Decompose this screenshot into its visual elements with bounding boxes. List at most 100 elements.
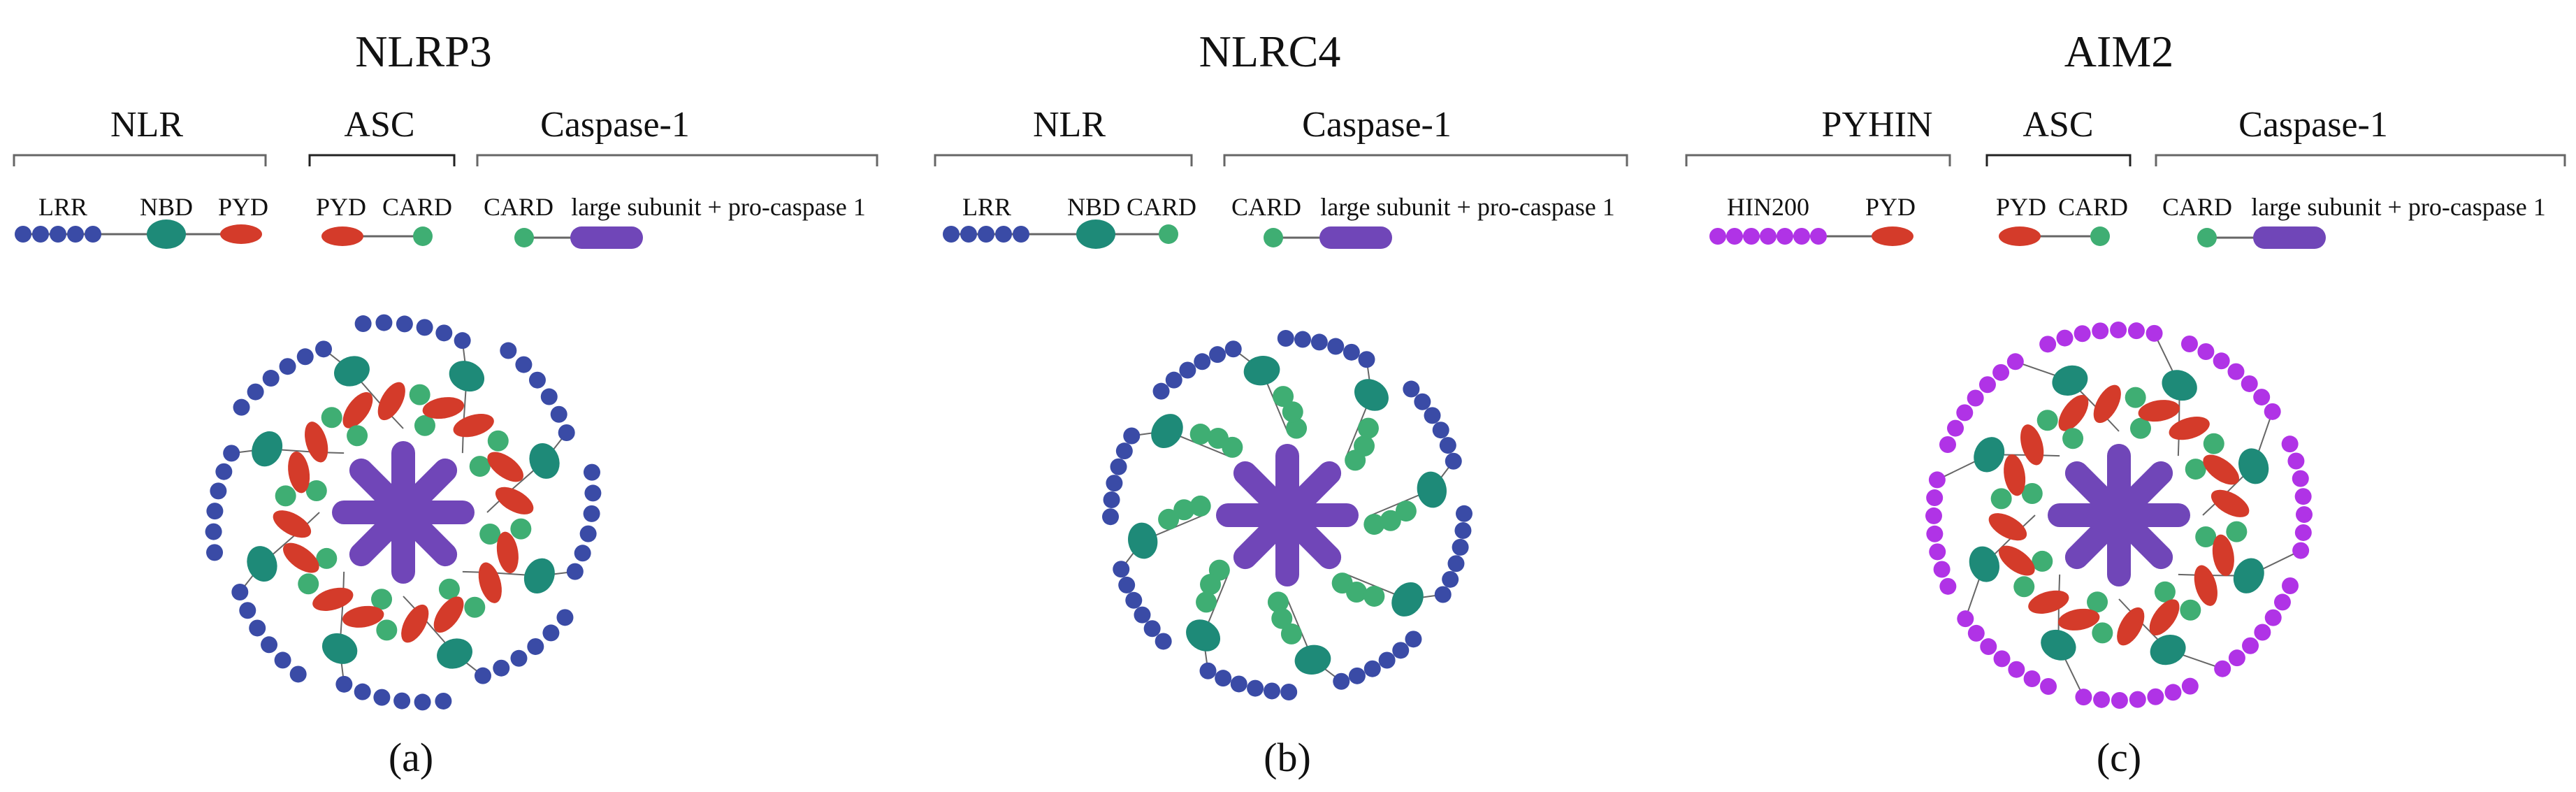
card-domain — [1286, 417, 1308, 439]
lrr-domain — [375, 314, 393, 331]
pyd-domain — [305, 422, 328, 463]
panel-title: NLRP3 — [355, 27, 492, 76]
group-name-asc: ASC — [344, 105, 414, 145]
hin200-domain — [2241, 375, 2258, 392]
pyd-domain — [2149, 599, 2180, 635]
domain-label-large-subunit: large subunit + pro-caspase 1 — [2251, 193, 2546, 221]
assembly-arm — [438, 463, 602, 618]
nbd-domain — [1294, 645, 1331, 675]
card-domain — [1380, 510, 1401, 531]
assembly-arm — [1267, 591, 1422, 690]
assembly-arm — [205, 407, 368, 561]
assembly-arm — [1113, 495, 1211, 650]
nbd-domain — [1243, 356, 1280, 386]
card-domain — [321, 407, 342, 429]
assembly-arm — [2013, 550, 2199, 709]
domain-label-pyd: PYD — [1996, 193, 2046, 221]
hin200-domain — [1967, 624, 1985, 642]
hin200-domain — [1926, 489, 1944, 507]
hin200-domain — [2197, 343, 2215, 361]
domain-label-card: CARD — [484, 193, 553, 221]
card-domain — [1271, 607, 1293, 629]
nbd-domain — [1974, 437, 2005, 473]
lrr-domain — [1405, 631, 1422, 648]
hin200-domain — [2093, 691, 2111, 708]
nbd-domain — [333, 356, 370, 387]
panel-nlrc4: NLRC4 NLR Caspase-1 LRR NBD CARD CARD la… — [934, 27, 1628, 780]
hin200-domain — [1947, 419, 1964, 437]
hin200-domain — [2110, 322, 2127, 339]
lrr-domain — [515, 356, 533, 373]
card-domain — [1196, 591, 1217, 613]
caspase-star — [1216, 444, 1359, 586]
lrr-domain — [583, 505, 600, 522]
lrr-domain — [1209, 346, 1227, 363]
lrr-domain — [315, 340, 333, 358]
nbd-domain — [449, 361, 485, 392]
hin200-domain — [2039, 336, 2057, 353]
card-domain — [2125, 387, 2146, 408]
card-domain — [438, 578, 460, 600]
pyd-domain — [312, 587, 354, 611]
card-domain — [2032, 550, 2053, 572]
group-name-nlr: NLR — [110, 105, 183, 145]
hin200-domain — [2056, 329, 2074, 347]
card-domain — [2013, 576, 2035, 598]
group-bracket — [1685, 154, 1951, 166]
card-domain — [2087, 591, 2108, 613]
lrr-domain — [500, 342, 517, 359]
nbd-domain — [437, 638, 473, 669]
panel-label: (a) — [389, 735, 433, 780]
lrr-domain — [373, 689, 391, 706]
hin200-domain — [2127, 322, 2145, 340]
card-domain — [1363, 514, 1385, 535]
hin200-domain — [2147, 688, 2164, 705]
lrr-domain — [261, 636, 278, 654]
hin200-domain — [2008, 661, 2025, 678]
domain-label-card: CARD — [1127, 193, 1196, 221]
hin200-domain — [1993, 650, 2011, 668]
domain-label-hin200: HIN200 — [1727, 193, 1809, 221]
nbd-domain — [1417, 471, 1447, 508]
lrr-domain — [289, 665, 307, 683]
lrr-domain — [205, 523, 222, 540]
lrr-domain — [1224, 340, 1242, 358]
card-domain — [2129, 417, 2151, 439]
lrr-domain — [1194, 353, 1211, 370]
hin200-domain — [2287, 452, 2305, 470]
lrr-domain — [1439, 437, 1456, 454]
group-name-pyhin: PYHIN — [1822, 105, 1933, 145]
lrr-domain — [584, 484, 602, 502]
lrr-domain — [493, 659, 510, 677]
group-name-caspase-1: Caspase-1 — [1302, 105, 1452, 145]
card-domain — [2180, 599, 2201, 621]
caspase-star — [332, 441, 475, 584]
lrr-domain — [1103, 491, 1120, 509]
hin200-domain — [1957, 610, 1974, 628]
legend-nlrc4-protein — [943, 219, 1178, 249]
domain-label-large-subunit: large subunit + pro-caspase 1 — [1320, 193, 1615, 221]
lrr-domain — [1125, 591, 1143, 609]
assembly-arm — [298, 547, 452, 711]
assembly-arm — [354, 314, 509, 477]
hin200-domain — [2213, 352, 2230, 370]
lrr-domain — [1432, 422, 1449, 439]
lrr-domain — [566, 563, 584, 580]
lrr-domain — [416, 319, 433, 336]
assembly-arm — [1186, 559, 1298, 700]
pyd-domain — [2028, 590, 2069, 614]
card-domain — [2185, 459, 2206, 480]
hin200-domain — [1933, 561, 1951, 578]
nbd-domain — [1151, 414, 1183, 449]
pyd-domain — [283, 542, 319, 573]
assembly-arm — [371, 589, 574, 684]
nbd-domain — [1128, 522, 1158, 559]
group-name-nlr: NLR — [1033, 105, 1106, 145]
lrr-domain — [414, 693, 431, 711]
lrr-domain — [335, 675, 353, 693]
hin200-domain — [1967, 389, 1984, 407]
hin200-domain — [2111, 691, 2128, 709]
lrr-domain — [1155, 633, 1172, 650]
hin200-domain — [2292, 542, 2310, 559]
hin200-domain — [2254, 624, 2271, 641]
